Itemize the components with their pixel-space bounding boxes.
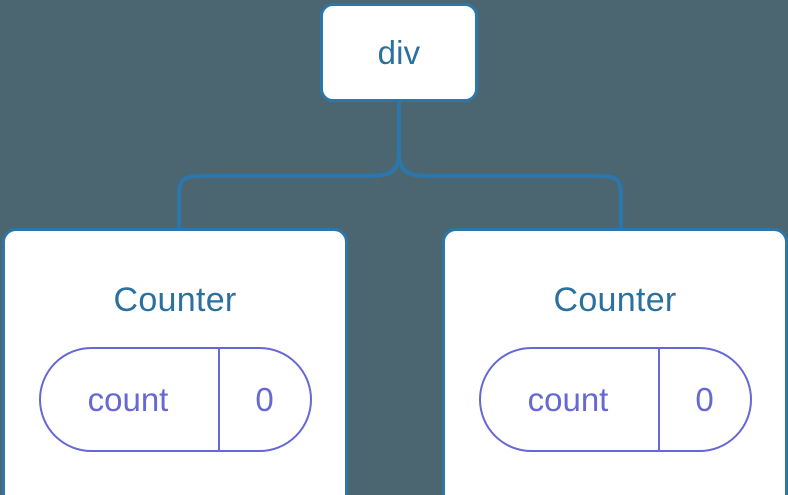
state-pill-left[interactable]: count 0 [38,347,312,452]
connector-branch-left [177,149,401,230]
state-value-right: 0 [657,349,750,450]
state-key-left: count [87,381,169,418]
node-counter-right[interactable]: Counter count 0 [442,228,788,495]
node-counter-left[interactable]: Counter count 0 [2,228,348,495]
node-div-label: div [377,34,421,71]
node-div[interactable]: div [320,3,478,102]
node-counter-right-label: Counter [553,281,677,319]
state-pill-right[interactable]: count 0 [478,347,752,452]
state-key-right: count [527,381,609,418]
connector-branch-right [397,149,623,230]
node-counter-left-label: Counter [113,281,237,319]
state-value-left: 0 [217,349,310,450]
